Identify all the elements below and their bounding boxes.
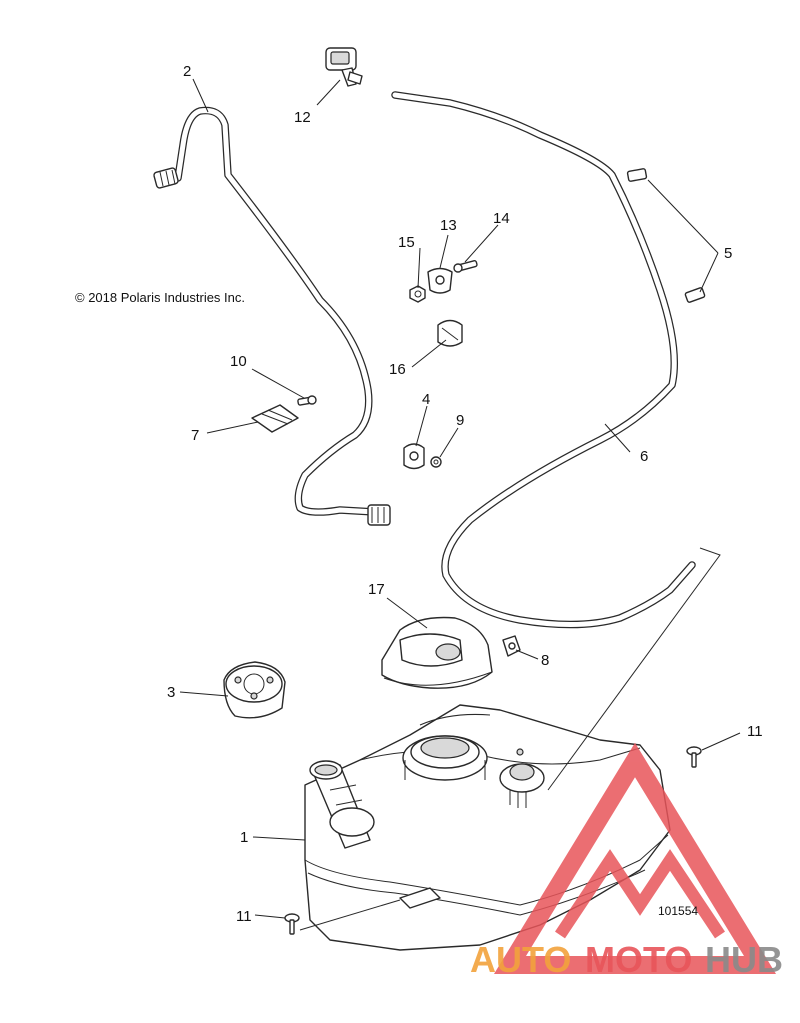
cap-part-3: [223, 661, 286, 719]
fitting-part-8: [502, 635, 521, 657]
callout-2: 2: [183, 63, 191, 80]
callout-labels: 1 2 3 4 5 6 7 8 9 10 11 11 12 13 14 15 1…: [167, 63, 763, 925]
clip-part-5-upper: [626, 168, 648, 182]
watermark-logo: [493, 742, 777, 974]
callout-1: 1: [240, 829, 248, 846]
nut-part-9: [430, 456, 442, 468]
nut-part-15: [409, 285, 426, 303]
hose-part-6: [391, 91, 696, 629]
callout-16: 16: [389, 361, 406, 378]
bolt-part-14: [453, 260, 478, 273]
bolt-part-10: [297, 395, 317, 406]
watermark-moto: MOTO: [585, 939, 692, 980]
watermark-hub: HUB: [705, 939, 783, 980]
connector-part-12: [325, 47, 363, 87]
watermark-auto: AUTO: [470, 939, 571, 980]
clamp-part-13: [427, 267, 453, 294]
installation-line: [547, 547, 721, 791]
callout-14: 14: [493, 210, 510, 227]
callout-3: 3: [167, 684, 175, 701]
callout-15: 15: [398, 234, 415, 251]
clip-part-5-lower: [684, 287, 706, 303]
callout-9: 9: [456, 412, 464, 429]
hose-part-2: [174, 106, 379, 516]
callout-12: 12: [294, 109, 311, 126]
callout-13: 13: [440, 217, 457, 234]
callout-7: 7: [191, 427, 199, 444]
screw-part-11-left: [284, 913, 300, 935]
leader-lines: [179, 78, 741, 919]
callout-8: 8: [541, 652, 549, 669]
watermark-triangle-icon: [493, 742, 777, 974]
callout-11-right: 11: [747, 723, 763, 740]
cover-part-17: [381, 616, 493, 689]
clip-part-7: [251, 404, 299, 433]
watermark-text: AUTO MOTO HUB: [470, 939, 783, 980]
clamp-part-16: [437, 319, 463, 347]
callout-6: 6: [640, 448, 648, 465]
hose-fitting-lower: [367, 504, 391, 526]
callout-10: 10: [230, 353, 247, 370]
clamp-part-4: [403, 443, 425, 470]
callout-4: 4: [422, 391, 430, 408]
hose-fitting-upper: [153, 167, 179, 189]
screw-part-11-right: [686, 746, 702, 768]
callout-5: 5: [724, 245, 732, 262]
fuel-tank-part-1: [299, 704, 671, 951]
copyright-notice: © 2018 Polaris Industries Inc.: [75, 290, 245, 305]
callout-17: 17: [368, 581, 385, 598]
figure-code: 101554: [658, 904, 698, 918]
callout-11-left: 11: [236, 908, 252, 925]
